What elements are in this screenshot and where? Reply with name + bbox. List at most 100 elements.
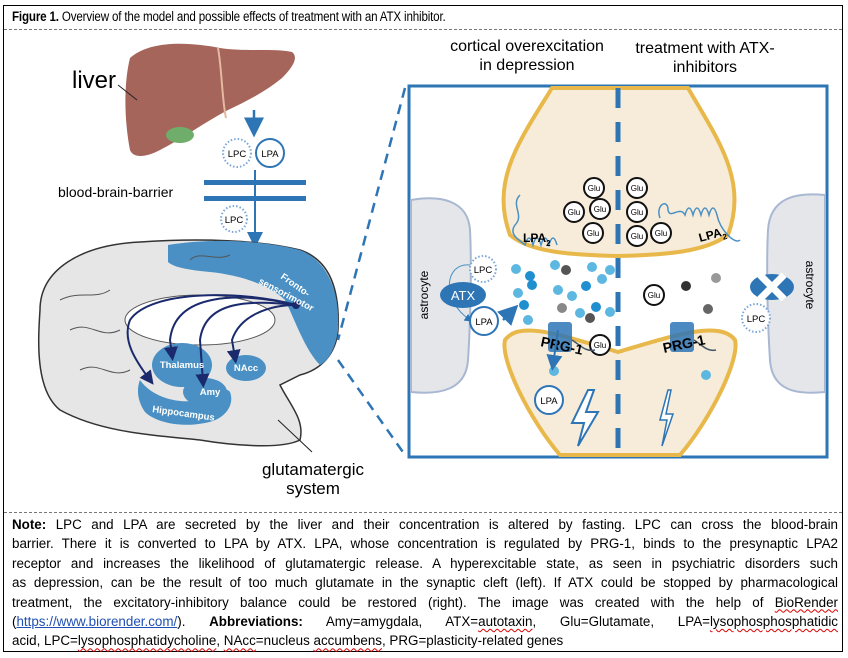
caption-text: Overview of the model and possible effec… [58, 9, 446, 24]
molecule-lpc-right: LPC [741, 303, 771, 333]
blood-brain-barrier [204, 170, 306, 248]
region-amy [183, 378, 227, 406]
biorender-link[interactable]: https://www.biorender.com/ [16, 614, 178, 630]
conversion-arrow [448, 264, 473, 322]
note-line: treatment, the excitatory-inhibitory bal… [12, 594, 775, 610]
svg-text:LPC: LPC [747, 314, 766, 325]
svg-text:LPA2: LPA2 [523, 231, 551, 248]
glu-vesicle: Glu [643, 284, 665, 306]
note-text: , [216, 633, 224, 649]
particle [701, 370, 711, 380]
caption-divider [4, 29, 842, 30]
note-text: =nucleus [255, 633, 314, 649]
particle [605, 265, 615, 275]
blocked-atx-icon [750, 272, 794, 302]
svg-text:Glu: Glu [568, 208, 580, 217]
particle [523, 315, 533, 325]
label-thalamus: Thalamus [160, 360, 204, 371]
molecule-lpc-top: LPC [222, 138, 252, 168]
particle [550, 260, 560, 270]
liver [125, 43, 295, 156]
zoom-line-bottom [336, 359, 407, 456]
particle [591, 302, 601, 312]
glu-vesicle: Glu [563, 201, 585, 223]
particle [553, 285, 563, 295]
svg-text:Glu: Glu [655, 229, 667, 238]
note-text: acid, LPC= [12, 633, 78, 649]
note-line: barrier. There it is converted to LPA by… [12, 536, 838, 552]
svg-text:Glu: Glu [631, 184, 643, 193]
particle [703, 304, 713, 314]
particle [605, 307, 615, 317]
svg-text:LPA: LPA [475, 317, 493, 328]
paren: ). [177, 614, 210, 630]
svg-text:LPC: LPC [228, 149, 247, 160]
zoom-line-top [336, 87, 407, 341]
spellcheck-word: lysophosphosphatidic [709, 614, 838, 630]
particle [575, 308, 585, 318]
label-nacc: NAcc [234, 363, 258, 374]
svg-text:Glu: Glu [587, 229, 599, 238]
glu-vesicle: Glu [626, 225, 648, 247]
particle [681, 281, 691, 291]
particle [511, 264, 521, 274]
paren: ( [12, 614, 17, 630]
particle [585, 313, 595, 323]
note-line: receptor and increases the likelihood of… [12, 555, 838, 571]
astrocyte-label-left: astrocyte [417, 270, 431, 319]
glu-vesicle: Glu [626, 177, 648, 199]
particle [711, 273, 721, 283]
particle [549, 366, 559, 376]
bbb-label: blood-brain-barrier [58, 184, 174, 200]
liver-pointer [117, 84, 138, 101]
release-arrow [497, 304, 519, 326]
particle [513, 288, 523, 298]
particle [587, 262, 597, 272]
note-line: LPC and LPA are secreted by the liver an… [46, 517, 838, 532]
figure-caption: Figure 1. Overview of the model and poss… [12, 9, 446, 24]
molecule-lpa-post: LPA [534, 385, 564, 415]
lpa2-receptor-right: LPA2 [658, 203, 741, 248]
system-label-2: system [286, 479, 340, 498]
svg-text:Glu: Glu [631, 232, 643, 241]
heading-right-2: inhibitors [673, 59, 737, 76]
liver-label: liver [72, 67, 116, 94]
caption-label: Figure 1. [12, 9, 59, 24]
heading-left-1: cortical overexcitation [450, 38, 604, 55]
glu-vesicle: Glu [626, 201, 648, 223]
lpa-particles [511, 260, 721, 380]
figure-note: Note: LPC and LPA are secreted by the li… [12, 515, 838, 651]
label-amy: Amy [200, 387, 221, 398]
region-frontosensorimotor [168, 240, 339, 365]
svg-text:Glu: Glu [631, 208, 643, 217]
particle [561, 265, 571, 275]
heading-right-1: treatment with ATX- [635, 40, 774, 57]
lightning-icon-right [659, 389, 675, 447]
heading-left-2: in depression [479, 57, 574, 74]
molecule-lpc-after-bbb: LPC [220, 205, 248, 233]
note-text: Amy=amygdala, ATX= [302, 614, 479, 630]
glu-vesicle: Glu [582, 222, 604, 244]
svg-text:LPA: LPA [540, 396, 558, 407]
molecule-lpc-left: LPC [469, 255, 497, 283]
particle [557, 303, 567, 313]
svg-text:LPA: LPA [261, 149, 279, 160]
figure-frame [3, 5, 843, 652]
spellcheck-word: BioRender [774, 594, 838, 610]
glu-vesicle: Glu [650, 222, 672, 244]
brain [37, 239, 339, 447]
svg-text:Glu: Glu [648, 291, 660, 300]
spellcheck-word: autotaxin [478, 614, 533, 630]
particle [597, 274, 607, 284]
svg-text:LPC: LPC [474, 265, 493, 276]
astrocyte-right [766, 193, 826, 394]
svg-text:Glu: Glu [594, 205, 606, 214]
molecule-lpa-left: LPA [469, 306, 499, 336]
synapse-panel [407, 84, 829, 459]
svg-text:ATX: ATX [451, 288, 476, 303]
spellcheck-word: accumbens [313, 633, 382, 649]
glu-vesicle: Glu [589, 334, 611, 356]
gallbladder [166, 127, 194, 143]
glu-vesicle: Glu [589, 198, 611, 220]
svg-text:LPA2: LPA2 [697, 224, 729, 248]
